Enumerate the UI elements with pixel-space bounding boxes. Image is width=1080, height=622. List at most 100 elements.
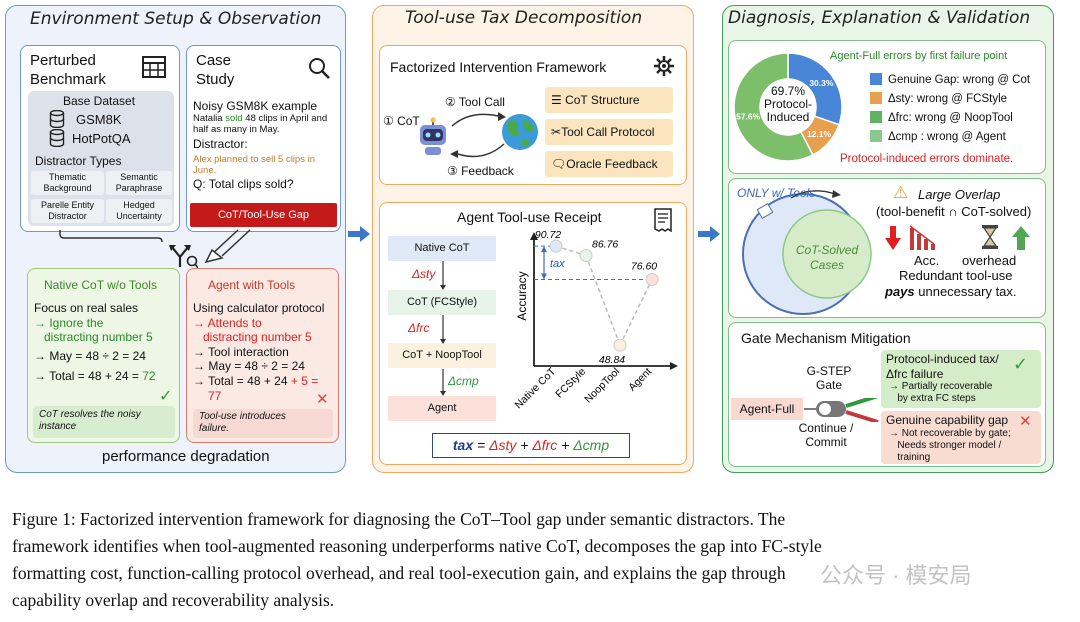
- step-cot-nooptool: CoT + NoopTool: [388, 343, 496, 368]
- continue-commit-label: Continue /Commit: [798, 421, 854, 449]
- data-point: [613, 338, 627, 352]
- intervention-cot-structure: ☰ CoT Structure: [545, 87, 673, 113]
- pie-slice: [733, 52, 814, 162]
- branch-connector: [59, 229, 251, 264]
- receipt-title: Agent Tool-use Receipt: [457, 209, 602, 225]
- agent-full-label: Agent-Full: [731, 398, 803, 420]
- redundant-line2: pays unnecessary tax.: [885, 284, 1017, 299]
- pie-center-label: 69.7%Protocol-Induced: [763, 84, 813, 124]
- legend-item: Δsty: wrong @ FCStyle: [870, 92, 1007, 105]
- gate-toggle[interactable]: [804, 398, 884, 422]
- agent-total-line: → Total = 48 + 24 + 5 =: [193, 374, 319, 388]
- warning-icon: ⚠: [893, 183, 909, 202]
- cot-step-label: ① CoT: [383, 114, 420, 128]
- tool-call-arrow: [450, 112, 506, 158]
- dataset-hotpotqa: HotPotQA: [72, 131, 131, 146]
- cross-icon: ✕: [1019, 413, 1032, 430]
- native-line: → May = 48 ÷ 2 = 24: [34, 349, 146, 363]
- series-segment: [619, 279, 653, 346]
- down-arrow-icon: [885, 226, 901, 250]
- watermark: 公众号 · 模安局: [820, 563, 972, 588]
- agent-total-value: 77: [208, 389, 222, 403]
- diagnosis-title: Diagnosis, Explanation & Validation: [728, 8, 1031, 28]
- tax-decomposition-title: Tool-use Tax Decomposition: [405, 8, 643, 28]
- series-segment: [555, 245, 587, 257]
- x-tick-label: Agent: [626, 366, 654, 394]
- legend-item: Δcmp : wrong @ Agent: [870, 130, 1006, 143]
- gear-icon: [654, 56, 674, 76]
- legend-item: Genuine Gap: wrong @ Cot: [870, 73, 1030, 86]
- agent-line: → Tool interaction: [193, 345, 289, 359]
- native-line: distracting number 5: [34, 330, 153, 344]
- native-cot-title: Native CoT w/o Tools: [44, 278, 157, 292]
- intervention-tool-call-protocol: ✂Tool Call Protocol: [545, 119, 673, 145]
- large-overlap-label: Large Overlap: [918, 187, 1001, 202]
- tax-formula: tax = Δsty + Δfrc + Δcmp: [432, 433, 630, 458]
- agent-line: Using calculator protocol: [193, 301, 325, 315]
- tax-arrowhead: [541, 273, 547, 280]
- pie-slice-label: 30.3%: [809, 78, 834, 88]
- data-label: 86.76: [592, 238, 618, 250]
- pie-slice-label: 57.6%: [736, 112, 761, 122]
- right-arrow-icon: [698, 226, 720, 242]
- distractor-types-label: Distractor Types: [35, 154, 122, 168]
- overhead-label: overhead: [962, 253, 1017, 268]
- environment-panel-title: Environment Setup & Observation: [30, 9, 322, 29]
- tax-label: tax: [550, 258, 565, 270]
- delta-cmp: Δcmp: [448, 374, 479, 388]
- database-icon: [49, 129, 65, 147]
- declining-bars-icon: [909, 225, 935, 250]
- y-axis-label: Accuracy: [515, 271, 529, 320]
- native-line: → Ignore the: [34, 316, 104, 330]
- distractor-text-line1: Alex planned to sell 5 clips in: [193, 154, 315, 165]
- native-line: Focus on real sales: [34, 301, 139, 315]
- perturbed-title-line1: Perturbed: [30, 52, 96, 69]
- intervention-oracle-feedback: 🗨Oracle Feedback: [545, 151, 673, 177]
- framework-title: Factorized Intervention Framework: [390, 59, 607, 75]
- delta-frc: Δfrc: [408, 321, 430, 335]
- case-line1: Natalia sold 48 clips in April and: [193, 113, 328, 124]
- agent-tools-title: Agent with Tools: [208, 278, 296, 292]
- agent-line: → May = 48 ÷ 2 = 24: [193, 359, 305, 373]
- gap-button[interactable]: CoT/Tool-Use Gap: [190, 203, 337, 227]
- table-icon: [142, 56, 166, 78]
- x-tick-label: NoopTool: [582, 366, 622, 406]
- step-arrows: [440, 261, 446, 396]
- overlap-venn: [742, 190, 872, 315]
- data-label: 48.84: [599, 354, 625, 366]
- question-text: Q: Total clips sold?: [193, 177, 294, 191]
- split-icon: [169, 245, 198, 269]
- check-icon: ✓: [1013, 354, 1029, 374]
- agent-line: distracting number 5: [193, 330, 312, 344]
- hourglass-icon: [982, 225, 998, 249]
- x-axis-arrowhead: [670, 362, 678, 370]
- search-icon: [309, 58, 330, 79]
- case-title-line2: Study: [196, 71, 235, 88]
- error-pie-chart: 30.3%12.1%57.6%: [733, 52, 843, 162]
- delta-sty: Δsty: [412, 267, 436, 281]
- acc-label: Acc.: [914, 253, 940, 268]
- globe-icon: [502, 114, 538, 150]
- figure-caption: Figure 1: Factorized intervention framew…: [12, 509, 822, 610]
- genuine-gap-title: Genuine capability gap: [886, 413, 1009, 427]
- series-segment: [585, 255, 621, 346]
- feedback-label: ③ Feedback: [447, 164, 514, 178]
- performance-degradation-label: performance degradation: [102, 448, 270, 465]
- agent-line: → Attends to: [193, 316, 262, 330]
- overlap-formula: (tool-benefit ∩ CoT-solved): [876, 204, 1032, 219]
- up-arrow-icon: [1012, 226, 1030, 250]
- case-example-title: Noisy GSM8K example: [193, 99, 318, 113]
- step-native-cot: Native CoT: [388, 236, 496, 261]
- y-axis-arrowhead: [530, 232, 538, 240]
- receipt-icon: [654, 208, 672, 232]
- perturbed-title-line2: Benchmark: [30, 71, 106, 88]
- protocol-tax-detail: → Partially recoverable by extra FC step…: [889, 381, 993, 404]
- protocol-tax-box: [881, 350, 1041, 408]
- distractor-label: Distractor:: [193, 137, 248, 151]
